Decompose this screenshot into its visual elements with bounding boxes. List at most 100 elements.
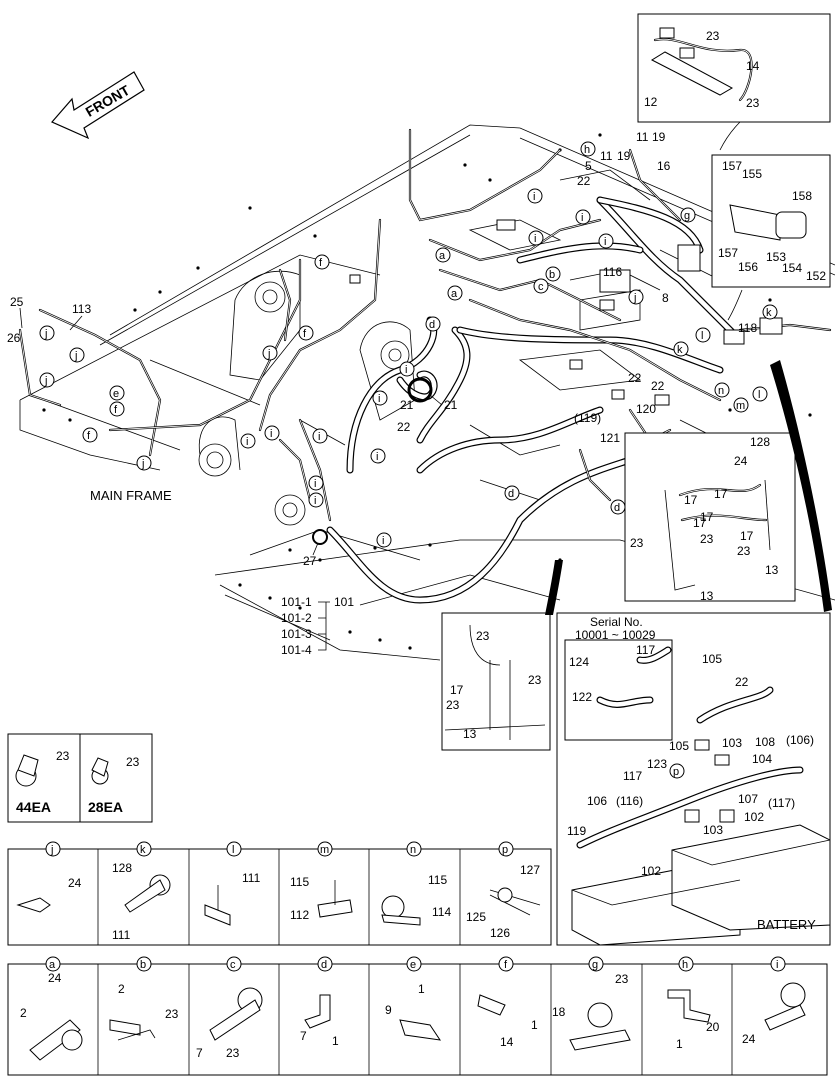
svg-text:k: k [677,344,683,356]
inset-13-b: 13 [700,589,714,603]
svg-text:k: k [766,307,772,319]
svg-text:p: p [502,844,508,856]
inset-157-a: 157 [722,159,742,173]
bat-107: 107 [738,792,758,806]
svg-text:j: j [50,844,53,856]
svg-text:f: f [319,257,323,269]
callout-119-paren: (119) [574,411,601,425]
bubble-l-1: l [695,327,711,343]
svg-text:h: h [584,144,590,156]
inset-155: 155 [742,167,762,181]
detail-m: m 115 112 [290,841,353,922]
svg-text:e: e [410,959,416,971]
callout-19-b: 19 [652,130,666,144]
bubble-d-3: d [610,499,626,515]
inset-lower-23-a: 23 [476,629,490,643]
svg-text:i: i [376,451,378,463]
inset-lower-13: 13 [463,727,477,741]
bubble-d-1: d [425,316,441,332]
bat-124: 124 [569,655,589,669]
inset-17-b: 17 [714,487,728,501]
bat-105-b: 105 [669,739,689,753]
inset-harness-lower: 23 23 17 23 13 [441,612,551,751]
inset-156: 156 [738,260,758,274]
callout-22-b: 22 [577,174,591,188]
bat-108: 108 [755,735,775,749]
callout-22-a: 22 [397,420,411,434]
bubble-l-2: l [752,386,768,402]
callout-22-d: 22 [651,379,665,393]
svg-text:l: l [701,330,703,342]
svg-text:m: m [320,844,329,856]
svg-text:i: i [270,428,272,440]
bubble-i-10: i [370,448,386,464]
svg-text:i: i [378,393,380,405]
inset-158: 158 [792,189,812,203]
bat-106-paren: (106) [786,733,814,747]
bubble-j-3: j [39,372,55,388]
bubble-f-1: f [314,254,330,270]
svg-text:23: 23 [226,1046,240,1060]
svg-text:114: 114 [432,905,451,919]
callout-16: 16 [657,159,671,173]
callout-26: 26 [7,331,21,345]
bubble-i-4: i [598,233,614,249]
svg-text:i: i [533,191,535,203]
inset-battery: Serial No. 10001 ~ 10029 124 117 122 105… [556,612,831,946]
inset-128: 128 [750,435,770,449]
svg-text:n: n [410,844,416,856]
svg-text:j: j [141,458,144,470]
svg-text:g: g [684,210,690,222]
bat-103-a: 103 [722,736,742,750]
detail-row-1: j 24 k 128 111 l 111 m 115 112 n 115 114… [7,841,552,946]
svg-text:9: 9 [385,1003,392,1017]
bubble-n: n [714,382,730,398]
callout-21: 21 [444,398,458,412]
svg-text:i: i [318,431,320,443]
svg-text:l: l [758,389,760,401]
quantity-boxes: 23 44EA 23 28EA [7,733,153,823]
detail-h: h 1 20 [667,956,720,1051]
svg-text:m: m [736,400,745,412]
main-frame-label: MAIN FRAME [90,488,172,503]
svg-text:j: j [267,348,270,360]
svg-text:1: 1 [418,982,425,996]
svg-text:i: i [314,478,316,490]
svg-text:i: i [534,233,536,245]
callout-101-1: 101-1 [281,595,312,609]
bubble-i-13: i [376,532,392,548]
detail-b: b 2 23 [109,956,179,1041]
svg-text:125: 125 [466,910,486,924]
svg-text:i: i [314,495,316,507]
svg-text:23: 23 [165,1007,179,1021]
bubble-i-3: i [528,230,544,246]
main-callouts: 25 113 26 MAIN FRAME 21 21 22 27 5 11 19… [7,130,757,657]
inset-lower-17: 17 [450,683,464,697]
svg-text:126: 126 [490,926,510,940]
detail-p: p 127 125 126 [466,841,540,940]
svg-text:2: 2 [20,1006,27,1020]
inset-17-c: 17 [693,516,707,530]
detail-j: j 24 [16,841,82,913]
svg-text:24: 24 [48,971,62,985]
inset-23-c: 23 [737,544,751,558]
svg-text:h: h [682,959,688,971]
bubble-c: c [533,278,549,294]
inset-23-a: 23 [630,536,644,550]
svg-text:e: e [113,388,119,400]
bubble-i-7: i [240,433,256,449]
svg-text:a: a [451,288,458,300]
bubble-i-11: i [308,475,324,491]
svg-text:c: c [230,959,236,971]
inset-154: 154 [782,261,802,275]
inset-23-b: 23 [700,532,714,546]
bubble-j-1: j [39,325,55,341]
bubble-i-5: i [399,361,415,377]
front-arrow: FRONT [51,71,145,140]
inset-153: 153 [766,250,786,264]
svg-text:23: 23 [615,972,629,986]
qty-box-2-part: 23 [126,755,140,769]
bat-102-b: 102 [641,864,661,878]
detail-n: n 115 114 [381,841,451,926]
